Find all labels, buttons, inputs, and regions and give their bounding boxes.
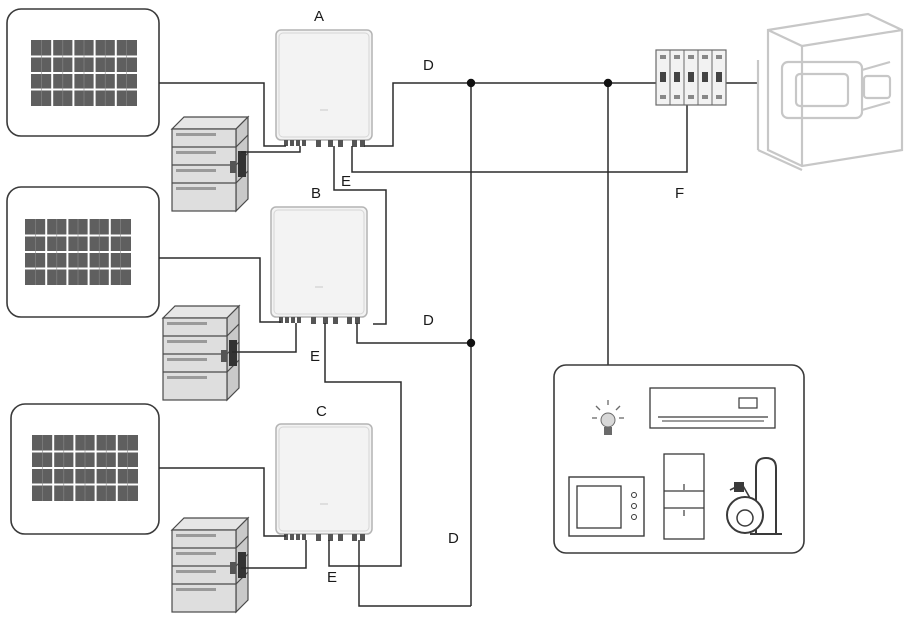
label-line-d-top: D	[423, 57, 434, 74]
generator-icon	[756, 12, 904, 172]
label-line-e-b: E	[310, 348, 320, 365]
label-line-d-bottom: D	[448, 530, 459, 547]
label-line-e-a: E	[341, 173, 351, 190]
battery-stack-icon	[171, 517, 249, 613]
inverter-c	[275, 423, 373, 542]
microwave-icon	[568, 476, 645, 537]
vacuum-cleaner-icon	[726, 456, 782, 535]
inverter-b	[270, 206, 368, 325]
household-loads	[553, 364, 805, 554]
diagram-labels: A B C D D D E E E F	[310, 8, 684, 586]
inverter-icon	[270, 206, 368, 325]
battery-stack-icon	[162, 305, 240, 401]
label-inverter-a: A	[314, 8, 324, 25]
air-conditioner-icon	[649, 387, 776, 429]
label-inverter-b: B	[311, 185, 321, 202]
label-line-e-c: E	[327, 569, 337, 586]
label-line-f: F	[675, 185, 684, 202]
refrigerator-icon	[663, 453, 705, 540]
battery-stack-icon	[171, 116, 249, 212]
solar-panel-icon	[24, 218, 132, 286]
solar-panel-icon	[30, 39, 138, 107]
inverter-icon	[275, 29, 373, 148]
solar-panel-c	[10, 403, 160, 535]
solar-panel-b	[6, 186, 160, 318]
solar-panel-a	[6, 8, 160, 137]
junction-dots	[466, 78, 613, 348]
inverter-icon	[275, 423, 373, 542]
breaker-panel-icon	[655, 49, 727, 106]
label-inverter-c: C	[316, 403, 327, 420]
inverter-a	[275, 29, 373, 148]
label-line-d-mid: D	[423, 312, 434, 329]
solar-panel-icon	[31, 434, 139, 502]
light-bulb-icon	[592, 400, 624, 435]
